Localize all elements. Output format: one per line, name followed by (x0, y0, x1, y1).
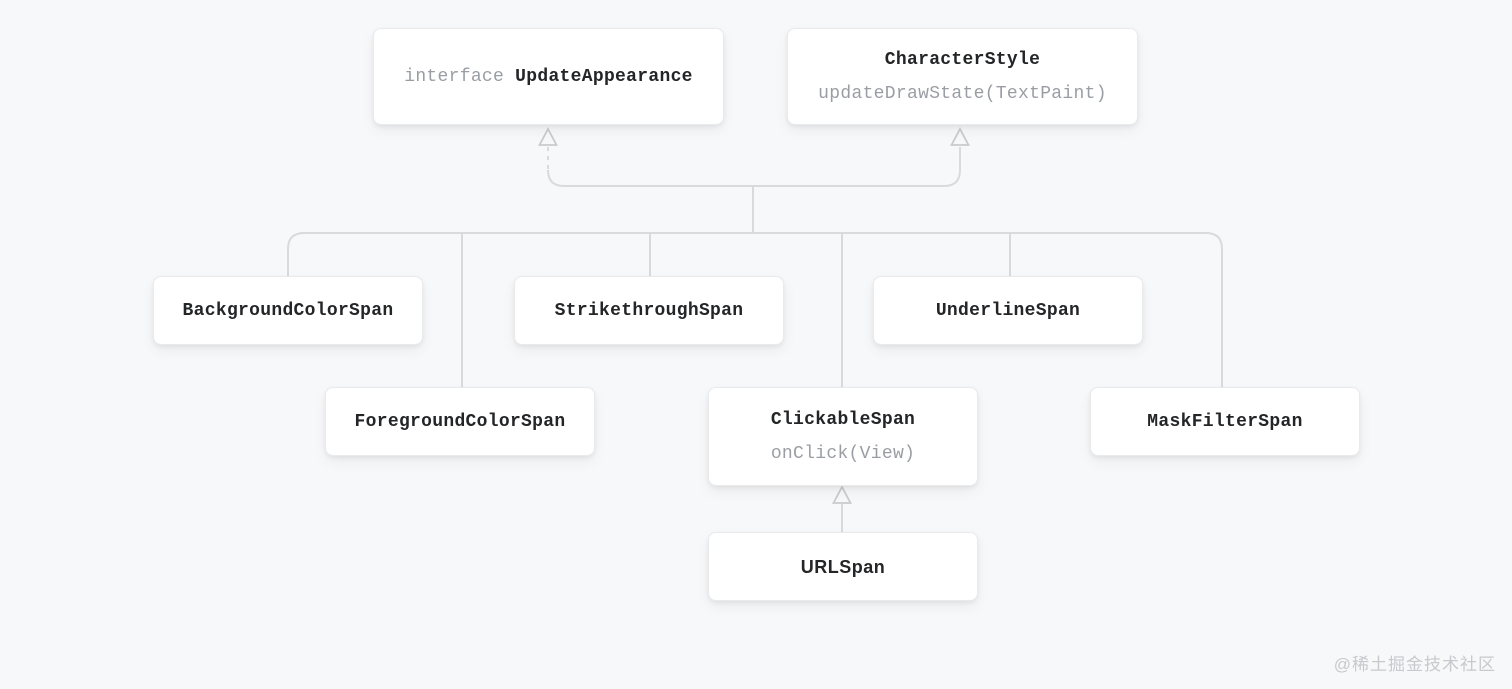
class-name: URLSpan (800, 556, 886, 577)
method-signature: onClick(View) (770, 443, 916, 464)
class-name: UpdateAppearance (515, 66, 693, 87)
interface-keyword: interface (404, 66, 505, 87)
hollow-arrowhead-clickable-span (832, 485, 852, 504)
node-character-style: CharacterStyle updateDrawState(TextPaint… (787, 28, 1138, 125)
node-background-color-span: BackgroundColorSpan (153, 276, 423, 345)
node-underline-span: UnderlineSpan (873, 276, 1143, 345)
hollow-arrowhead-character-style (950, 127, 970, 146)
node-url-span: URLSpan (708, 532, 978, 601)
watermark: @稀土掘金技术社区 (1333, 655, 1496, 674)
hollow-arrowhead-update-appearance (538, 127, 558, 146)
edge-bus (287, 232, 1223, 387)
node-foreground-color-span: ForegroundColorSpan (325, 387, 595, 456)
class-name: StrikethroughSpan (554, 300, 744, 321)
edge-top-bracket (547, 147, 961, 187)
class-name: CharacterStyle (884, 49, 1041, 70)
node-update-appearance: interface UpdateAppearance (373, 28, 724, 125)
class-name: ForegroundColorSpan (354, 411, 566, 432)
class-name: ClickableSpan (770, 409, 916, 430)
class-name: MaskFilterSpan (1147, 411, 1303, 432)
class-name: BackgroundColorSpan (182, 300, 394, 321)
method-signature: updateDrawState(TextPaint) (818, 83, 1107, 104)
class-name: UnderlineSpan (935, 300, 1081, 321)
node-clickable-span: ClickableSpan onClick(View) (708, 387, 978, 486)
node-strikethrough-span: StrikethroughSpan (514, 276, 784, 345)
node-mask-filter-span: MaskFilterSpan (1090, 387, 1360, 456)
